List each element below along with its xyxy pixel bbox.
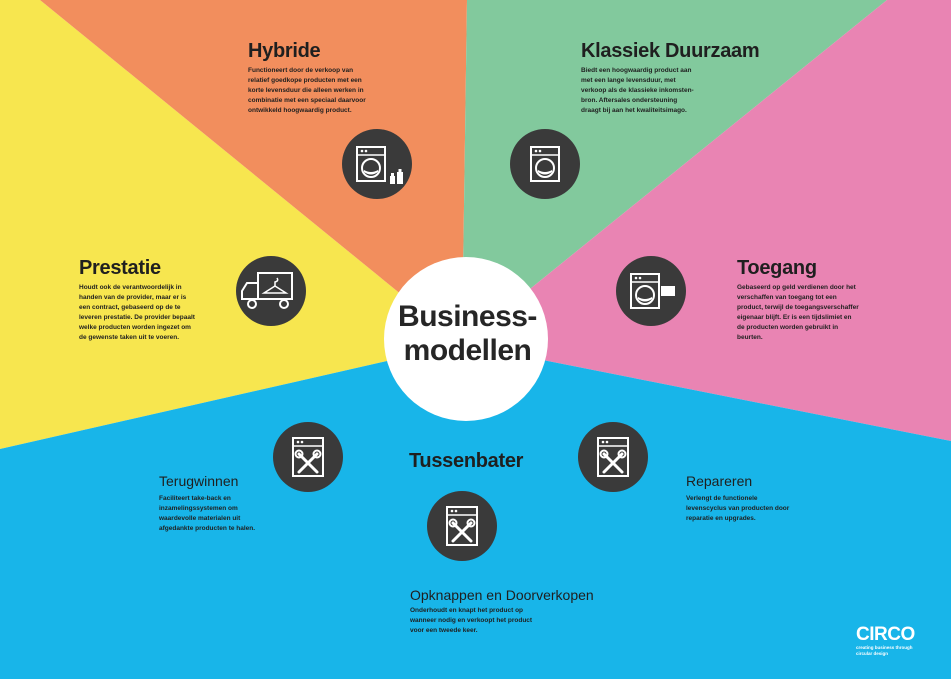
segment-hybride (40, 0, 467, 344)
toegang-desc-line: de producten worden gebruikt in (737, 324, 839, 331)
center-title-line2: modellen (403, 334, 532, 367)
opknappen-desc-line: Onderhoudt en knapt het product op (410, 607, 524, 614)
terugwinnen-desc-line: Faciliteert take-back en (159, 495, 231, 502)
toegang-desc-line: Gebaseerd op geld verdienen door het (737, 284, 856, 291)
center-title-line1: Business- (398, 300, 537, 333)
prestatie-title: Prestatie (79, 257, 161, 279)
klassiek-desc-line: Biedt een hoogwaardig product aan (581, 67, 692, 74)
repareren-description: Verlengt de functionele levenscyclus van… (686, 494, 789, 524)
repareren-desc-line: reparatie en upgrades. (686, 515, 756, 522)
hybride-desc-line: combinatie met een speciaal daarvoor (248, 97, 366, 104)
toegang-desc-line: product, terwijl de toegangsverschaffer (737, 304, 859, 311)
terugwinnen-desc-line: afgedankte producten te halen. (159, 525, 256, 532)
repareren-title: Repareren (686, 473, 753, 489)
prestatie-desc-line: welke producten worden ingezet om (79, 324, 191, 331)
hybride-title: Hybride (248, 40, 321, 62)
toegang-desc-line: beurten. (737, 334, 763, 341)
prestatie-desc-line: een contract, gebaseerd op de te (79, 304, 181, 311)
tussenbater-title: Tussenbater (409, 450, 524, 472)
repair-tools-icon-repareren (578, 422, 648, 492)
washing-machine-with-bottles-icon (342, 129, 412, 199)
terugwinnen-desc-line: inzamelingssystemen om (159, 505, 238, 512)
repair-tools-icon-terugwinnen (273, 422, 343, 492)
hybride-desc-line: relatief goedkope producten met een (248, 77, 362, 84)
terugwinnen-desc-line: waardevolle materialen uit (159, 515, 241, 522)
prestatie-desc-line: handen van de provider, maar er is (79, 294, 187, 301)
segment-toegang (462, 0, 951, 441)
hybride-desc-line: ontwikkeld hoogwaardig product. (248, 107, 352, 114)
hybride-desc-line: Functioneert door de verkoop van (248, 67, 354, 74)
prestatie-desc-line: de gewenste taken uit te voeren. (79, 334, 180, 341)
circo-tagline-line: circular design (856, 651, 889, 656)
hybride-description: Functioneert door de verkoop van relatie… (248, 66, 366, 116)
toegang-title: Toegang (737, 257, 817, 279)
truck-with-hanger-icon (236, 256, 306, 326)
prestatie-desc-line: leveren prestatie. De provider bepaalt (79, 314, 195, 321)
circo-logo-word: CIRCO (856, 624, 915, 645)
opknappen-description: Onderhoudt en knapt het product op wanne… (410, 606, 532, 636)
circo-logo-tagline: creating business through circular desig… (856, 645, 916, 657)
klassiek-title: Klassiek Duurzaam (581, 40, 760, 62)
opknappen-desc-line: voor een tweede keer. (410, 627, 478, 634)
prestatie-description: Houdt ook de verantwoordelijk in handen … (79, 283, 195, 343)
klassiek-desc-line: verkoop als de klassieke inkomsten- (581, 87, 694, 94)
hybride-desc-line: korte levensduur die alleen werken in (248, 87, 364, 94)
klassiek-desc-line: met een lange levensduur, met (581, 77, 676, 84)
center-circle (384, 257, 548, 421)
washing-machine-with-card-icon (616, 256, 686, 326)
klassiek-description: Biedt een hoogwaardig product aan met ee… (581, 66, 694, 116)
center-title: Business- modellen (385, 300, 550, 368)
repair-tools-icon-opknappen (427, 491, 497, 561)
segment-prestatie (0, 0, 462, 449)
circo-tagline-line: creating business through (856, 645, 913, 650)
toegang-desc-line: eigenaar blijft. Er is een tijdslimiet e… (737, 314, 852, 321)
circo-logo: CIRCO creating business through circular… (856, 625, 916, 657)
repareren-desc-line: levenscyclus van producten door (686, 505, 790, 512)
terugwinnen-description: Faciliteert take-back en inzamelingssyst… (159, 494, 255, 534)
toegang-desc-line: verschaffen van toegang tot een (737, 294, 837, 301)
repareren-desc-line: Verlengt de functionele (686, 495, 758, 502)
washing-machine-icon (510, 129, 580, 199)
klassiek-desc-line: draagt bij aan het kwaliteitsimago. (581, 107, 687, 114)
toegang-description: Gebaseerd op geld verdienen door het ver… (737, 283, 859, 343)
opknappen-desc-line: wanneer nodig en verkoopt het product (410, 617, 533, 624)
prestatie-desc-line: Houdt ook de verantwoordelijk in (79, 284, 182, 291)
klassiek-desc-line: bron. Aftersales ondersteuning (581, 97, 678, 104)
opknappen-title: Opknappen en Doorverkopen (410, 587, 594, 603)
terugwinnen-title: Terugwinnen (159, 473, 239, 489)
